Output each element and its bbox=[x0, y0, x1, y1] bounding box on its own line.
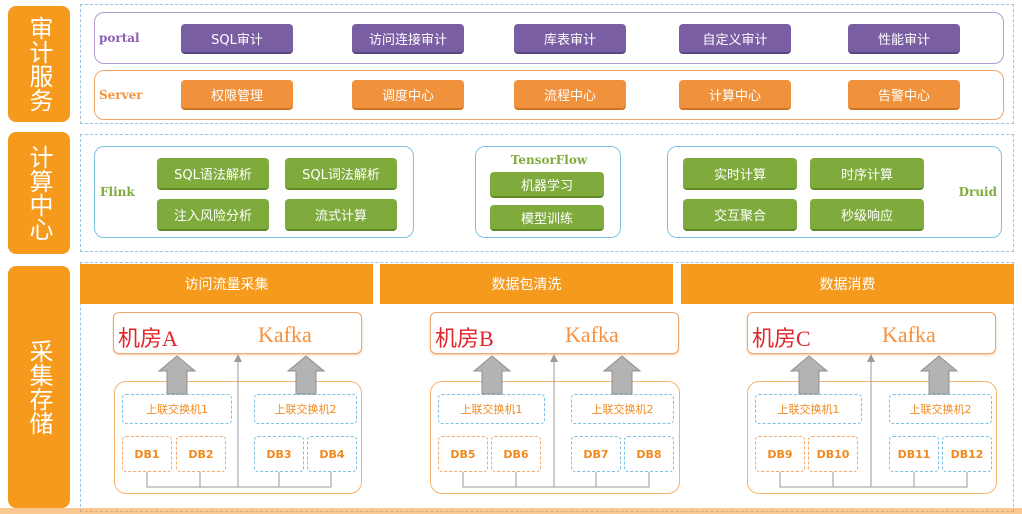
room-b-kafka: Kafka bbox=[565, 322, 619, 347]
room-c-arrow-2 bbox=[919, 355, 959, 395]
room-a-arrow-2 bbox=[286, 355, 326, 395]
compute-center-button[interactable]: 计算中心 bbox=[679, 80, 791, 110]
room-c-db-3: DB11 bbox=[889, 436, 939, 472]
room-c-name: 机房C bbox=[752, 326, 811, 351]
room-b-db-2: DB6 bbox=[491, 436, 541, 472]
room-c-switch-1: 上联交换机1 bbox=[755, 394, 862, 424]
room-b-name: 机房B bbox=[435, 326, 494, 351]
room-c-db-2: DB10 bbox=[808, 436, 858, 472]
room-c-db-1: DB9 bbox=[755, 436, 805, 472]
room-c-arrow-1 bbox=[789, 355, 829, 395]
tensorflow-label: TensorFlow bbox=[510, 153, 588, 167]
realtime-compute-button[interactable]: 实时计算 bbox=[683, 158, 797, 190]
room-a-db-2: DB2 bbox=[176, 436, 226, 472]
section-collect: 采集存储 bbox=[8, 266, 70, 508]
pipeline-consume-header: 数据消费 bbox=[681, 264, 1014, 304]
second-response-button[interactable]: 秒级响应 bbox=[810, 199, 924, 231]
room-a-name: 机房A bbox=[118, 326, 178, 351]
room-b-arrow-1 bbox=[472, 355, 512, 395]
stream-compute-button[interactable]: 流式计算 bbox=[285, 199, 397, 231]
permission-button[interactable]: 权限管理 bbox=[181, 80, 293, 110]
workflow-button[interactable]: 流程中心 bbox=[514, 80, 626, 110]
room-b-arrow-2 bbox=[602, 355, 642, 395]
room-c-switch-2: 上联交换机2 bbox=[889, 394, 992, 424]
bottom-strip bbox=[0, 508, 1022, 514]
room-a-db-3: DB3 bbox=[254, 436, 304, 472]
room-b-switch-2: 上联交换机2 bbox=[571, 394, 674, 424]
flink-label: Flink bbox=[100, 185, 135, 199]
table-audit-button[interactable]: 库表审计 bbox=[514, 24, 626, 54]
room-b-db-1: DB5 bbox=[438, 436, 488, 472]
room-b-db-4: DB8 bbox=[624, 436, 674, 472]
server-label: Server bbox=[99, 88, 143, 102]
room-c-box: 机房C Kafka bbox=[747, 312, 996, 354]
section-compute: 计算中心 bbox=[8, 132, 70, 254]
interactive-aggregate-button[interactable]: 交互聚合 bbox=[683, 199, 797, 231]
room-a-box: 机房A Kafka bbox=[113, 312, 362, 354]
room-a-switch-1: 上联交换机1 bbox=[122, 394, 232, 424]
room-b-db-3: DB7 bbox=[571, 436, 621, 472]
room-a-db-4: DB4 bbox=[307, 436, 357, 472]
room-c-db-4: DB12 bbox=[942, 436, 992, 472]
injection-risk-button[interactable]: 注入风险分析 bbox=[157, 199, 269, 231]
alert-button[interactable]: 告警中心 bbox=[848, 80, 960, 110]
pipeline-clean-header: 数据包清洗 bbox=[380, 264, 673, 304]
performance-audit-button[interactable]: 性能审计 bbox=[848, 24, 960, 54]
machine-learning-button[interactable]: 机器学习 bbox=[490, 172, 604, 198]
room-a-kafka: Kafka bbox=[258, 322, 312, 347]
room-a-db-1: DB1 bbox=[122, 436, 172, 472]
portal-label: portal bbox=[99, 31, 140, 45]
model-training-button[interactable]: 模型训练 bbox=[490, 205, 604, 231]
druid-label: Druid bbox=[958, 185, 997, 199]
sql-audit-button[interactable]: SQL审计 bbox=[181, 24, 293, 54]
pipeline-collect-header: 访问流量采集 bbox=[80, 264, 373, 304]
room-c-kafka: Kafka bbox=[882, 322, 936, 347]
connection-audit-button[interactable]: 访问连接审计 bbox=[352, 24, 464, 54]
sql-syntax-parse-button[interactable]: SQL语法解析 bbox=[157, 158, 269, 190]
schedule-button[interactable]: 调度中心 bbox=[352, 80, 464, 110]
section-audit: 审计服务 bbox=[8, 6, 70, 122]
room-a-arrow-1 bbox=[157, 355, 197, 395]
sql-lexical-parse-button[interactable]: SQL词法解析 bbox=[285, 158, 397, 190]
timeseries-compute-button[interactable]: 时序计算 bbox=[810, 158, 924, 190]
room-b-box: 机房B Kafka bbox=[430, 312, 679, 354]
custom-audit-button[interactable]: 自定义审计 bbox=[679, 24, 791, 54]
